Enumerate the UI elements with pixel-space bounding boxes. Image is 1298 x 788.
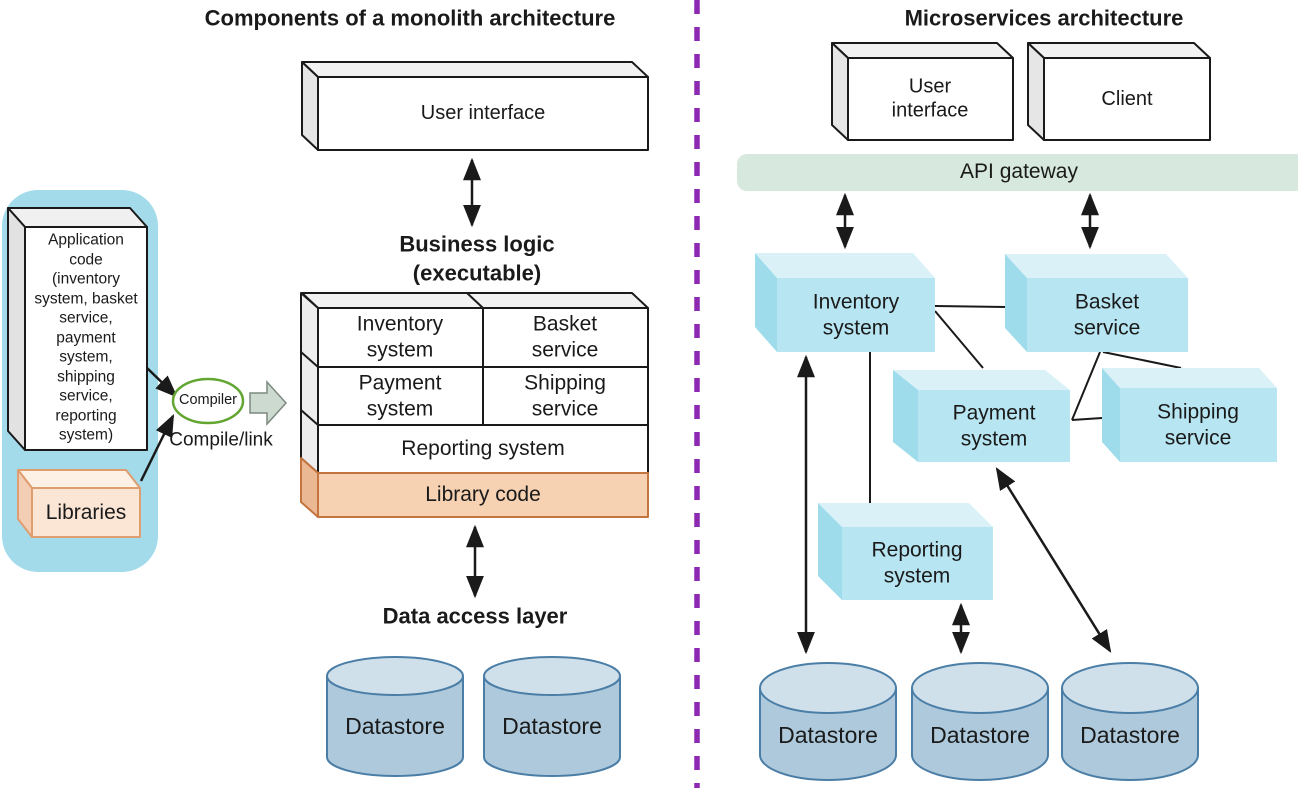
micro-user-interface-label: User interface: [891, 75, 969, 122]
client-label: Client: [1101, 87, 1153, 110]
compile-link-label: Compile/link: [169, 429, 273, 451]
cell-library-code: Library code: [425, 483, 541, 507]
shipping-service-box: [1102, 368, 1277, 462]
cell-reporting-system: Reporting system: [401, 437, 565, 461]
libraries-to-compiler-arrow: [139, 413, 175, 482]
monolith-datastore-2-label: Datastore: [502, 712, 602, 739]
monolith-user-interface-label: User interface: [420, 101, 546, 124]
api-gateway-bar: [737, 154, 1298, 191]
micro-datastore-2-label: Datastore: [930, 721, 1030, 748]
business-logic-title: Business logic (executable): [399, 231, 555, 285]
application-code-label: Application code (inventory system, bask…: [34, 231, 138, 444]
library-code-row: [300, 457, 649, 518]
payment-system-label: Payment system: [952, 401, 1036, 450]
payment-system-box: [893, 370, 1070, 462]
cell-inventory-system: Inventory system: [356, 312, 444, 361]
monolith-user-interface-box: [301, 61, 649, 151]
cell-basket-service: Basket service: [531, 312, 599, 361]
cell-payment-system: Payment system: [358, 371, 442, 420]
business-logic-stack: [300, 292, 649, 474]
basket-service-box: [1005, 254, 1188, 352]
microservices-title: Microservices architecture: [904, 5, 1184, 31]
compiler-ellipse: [171, 377, 245, 425]
monolith-datastore-1: [326, 656, 464, 777]
micro-datastore-1: [759, 662, 897, 781]
libraries-label: Libraries: [45, 501, 127, 525]
cell-shipping-service: Shipping service: [524, 371, 606, 420]
data-access-layer-title: Data access layer: [382, 603, 568, 629]
micro-datastore-3: [1061, 662, 1199, 781]
micro-user-interface-box: [831, 42, 1014, 141]
service-links: [869, 305, 1182, 505]
appcode-to-compiler-arrow: [146, 367, 178, 398]
monolith-datastore-2: [483, 656, 621, 777]
api-gateway-label: API gateway: [960, 160, 1078, 184]
micro-datastore-1-label: Datastore: [778, 721, 878, 748]
inventory-system-label: Inventory system: [812, 290, 900, 339]
monolith-datastore-1-label: Datastore: [345, 712, 445, 739]
reporting-system-label: Reporting system: [871, 538, 963, 587]
inventory-system-box: [755, 253, 935, 352]
micro-datastore-3-label: Datastore: [1080, 721, 1180, 748]
micro-datastore-2: [911, 662, 1049, 781]
reporting-system-box: [818, 503, 993, 600]
monolith-title: Components of a monolith architecture: [204, 5, 616, 31]
compile-output-block-arrow: [249, 380, 288, 426]
compiler-label: Compiler: [178, 392, 238, 409]
shipping-service-label: Shipping service: [1157, 400, 1239, 449]
basket-service-label: Basket service: [1073, 290, 1141, 339]
application-code-box: [7, 207, 148, 451]
libraries-box: [17, 469, 141, 538]
client-box: [1027, 42, 1211, 141]
payment-datastore-arrow: [995, 467, 1112, 653]
